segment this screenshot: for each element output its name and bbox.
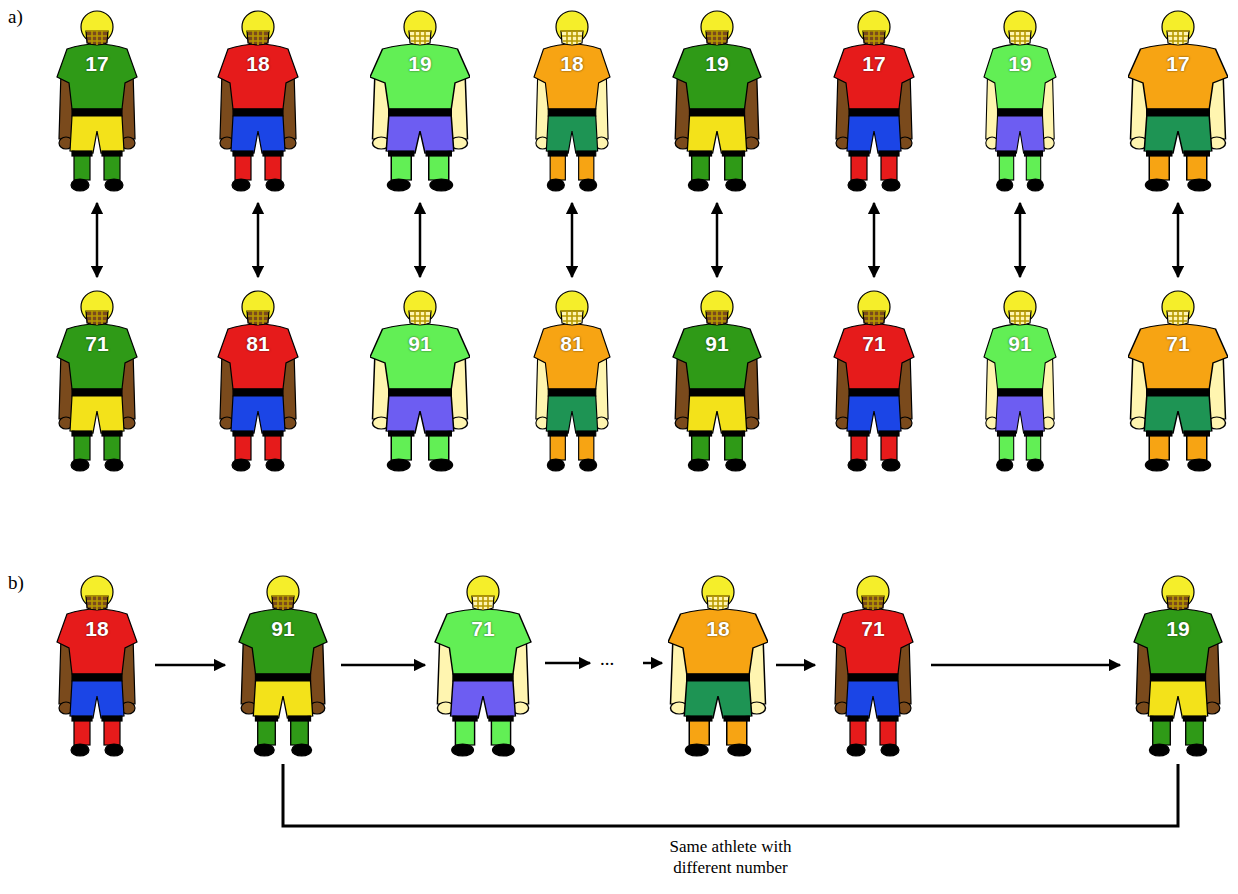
arrow-connector (341, 664, 425, 667)
athlete: 71 (433, 570, 533, 760)
panel-label: a) (8, 6, 23, 28)
athlete: 19 (1128, 570, 1228, 760)
jersey-number: 18 (668, 617, 768, 641)
player-figure (433, 570, 533, 760)
athlete: 91 (233, 570, 333, 760)
jersey-number: 19 (1128, 617, 1228, 641)
jersey-number: 91 (970, 332, 1070, 356)
jersey-number: 91 (370, 332, 470, 356)
player-figure (233, 570, 333, 760)
player-figure (208, 5, 308, 195)
player-figure (970, 285, 1070, 475)
athlete: 91 (667, 285, 767, 475)
arrow-connector (931, 664, 1120, 667)
athlete: 91 (370, 285, 470, 475)
player-figure (1128, 285, 1228, 475)
jersey-number: 91 (667, 332, 767, 356)
jersey-number: 71 (1128, 332, 1228, 356)
player-figure (370, 5, 470, 195)
arrow-connector (1177, 203, 1180, 277)
jersey-number: 17 (824, 52, 924, 76)
panel-label: b) (8, 572, 24, 594)
bracket-connector (283, 764, 1178, 826)
athlete: 91 (970, 285, 1070, 475)
jersey-number: 71 (433, 617, 533, 641)
ellipsis: ... (600, 648, 614, 670)
arrow-connector (873, 203, 876, 277)
jersey-number: 81 (522, 332, 622, 356)
arrow-connector (716, 203, 719, 277)
athlete: 17 (824, 5, 924, 195)
player-figure (47, 285, 147, 475)
jersey-number: 19 (370, 52, 470, 76)
athlete: 19 (970, 5, 1070, 195)
jersey-number: 19 (970, 52, 1070, 76)
player-figure (1128, 570, 1228, 760)
player-figure (522, 5, 622, 195)
player-figure (47, 570, 147, 760)
athlete: 18 (668, 570, 768, 760)
player-figure (47, 5, 147, 195)
jersey-number: 71 (47, 332, 147, 356)
arrow-connector (419, 203, 422, 277)
player-figure (667, 5, 767, 195)
jersey-number: 17 (1128, 52, 1228, 76)
arrow-connector (257, 203, 260, 277)
athlete: 18 (208, 5, 308, 195)
arrow-connector (571, 203, 574, 277)
player-figure (824, 5, 924, 195)
athlete: 71 (1128, 285, 1228, 475)
jersey-number: 91 (233, 617, 333, 641)
jersey-number: 18 (47, 617, 147, 641)
athlete: 18 (47, 570, 147, 760)
jersey-number: 19 (667, 52, 767, 76)
athlete: 17 (1128, 5, 1228, 195)
jersey-number: 18 (522, 52, 622, 76)
player-figure (208, 285, 308, 475)
player-figure (824, 285, 924, 475)
player-figure (668, 570, 768, 760)
athlete: 17 (47, 5, 147, 195)
athlete: 18 (522, 5, 622, 195)
layout-arrow (545, 662, 590, 665)
arrow-connector (776, 664, 815, 667)
player-figure (1128, 5, 1228, 195)
athlete: 81 (522, 285, 622, 475)
jersey-number: 81 (208, 332, 308, 356)
athlete: 19 (667, 5, 767, 195)
athlete: 19 (370, 5, 470, 195)
arrow-connector (1019, 203, 1022, 277)
player-figure (667, 285, 767, 475)
jersey-number: 71 (823, 617, 923, 641)
athlete: 71 (824, 285, 924, 475)
arrow-connector (155, 664, 225, 667)
player-figure (370, 285, 470, 475)
arrow-connector (96, 203, 99, 277)
player-figure (522, 285, 622, 475)
player-figure (823, 570, 923, 760)
jersey-number: 71 (824, 332, 924, 356)
jersey-number: 18 (208, 52, 308, 76)
layout-arrow (643, 662, 662, 665)
athlete: 71 (823, 570, 923, 760)
bracket-label: Same athlete with different number (656, 836, 806, 878)
athlete: 71 (47, 285, 147, 475)
player-figure (970, 5, 1070, 195)
jersey-number: 17 (47, 52, 147, 76)
athlete: 81 (208, 285, 308, 475)
